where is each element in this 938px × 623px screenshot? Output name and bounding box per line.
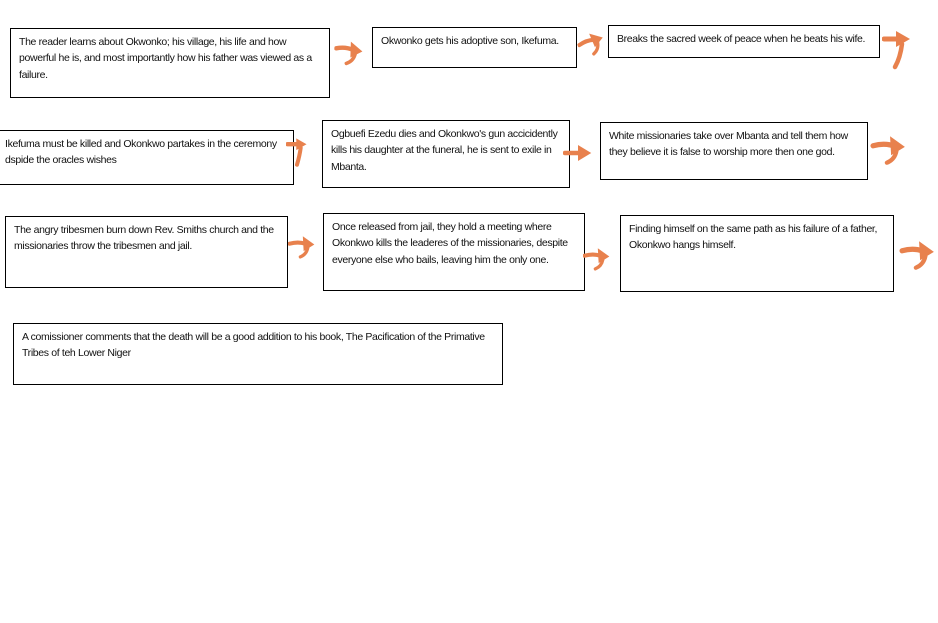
flow-box-1[interactable]: The reader learns about Okwonko; his vil… (10, 28, 330, 98)
flow-box-5-text: Ogbuefi Ezedu dies and Okonkwo's gun acc… (331, 128, 558, 173)
flow-box-5[interactable]: Ogbuefi Ezedu dies and Okonkwo's gun acc… (322, 120, 570, 188)
flow-box-7[interactable]: The angry tribesmen burn down Rev. Smith… (5, 216, 288, 288)
flow-box-6-text: White missionaries take over Mbanta and … (609, 130, 848, 159)
flow-box-4[interactable]: Ikefuma must be killed and Okonkwo parta… (0, 130, 294, 185)
flow-box-1-text: The reader learns about Okwonko; his vil… (19, 36, 312, 81)
flow-box-10[interactable]: A comissioner comments that the death wi… (13, 323, 503, 385)
flow-box-2[interactable]: Okwonko gets his adoptive son, Ikefuma. (372, 27, 577, 68)
flow-box-9[interactable]: Finding himself on the same path as his … (620, 215, 894, 292)
flow-arrow-right-down-icon[interactable] (882, 30, 912, 72)
flow-box-2-text: Okwonko gets his adoptive son, Ikefuma. (381, 35, 559, 47)
flow-arrow-right-down-icon[interactable] (583, 242, 611, 276)
flow-box-3-text: Breaks the sacred week of peace when he … (617, 33, 866, 45)
flow-box-4-text: Ikefuma must be killed and Okonkwo parta… (5, 138, 277, 167)
flow-box-7-text: The angry tribesmen burn down Rev. Smith… (14, 224, 274, 253)
flow-arrow-right-icon[interactable] (574, 26, 610, 62)
flow-box-8-text: Once released from jail, they hold a mee… (332, 221, 568, 266)
flow-box-3[interactable]: Breaks the sacred week of peace when he … (608, 25, 880, 58)
flow-arrow-right-down-icon[interactable] (288, 230, 316, 264)
flow-box-8[interactable]: Once released from jail, they hold a mee… (323, 213, 585, 291)
flow-box-6[interactable]: White missionaries take over Mbanta and … (600, 122, 868, 180)
flow-arrow-right-down-icon[interactable] (286, 133, 308, 173)
flow-arrow-right-icon[interactable] (563, 142, 593, 164)
flow-box-10-text: A comissioner comments that the death wi… (22, 331, 485, 360)
flow-box-9-text: Finding himself on the same path as his … (629, 223, 878, 252)
flow-arrow-right-down-icon[interactable] (897, 237, 938, 273)
flow-arrow-right-down-icon[interactable] (868, 132, 910, 168)
flow-arrow-right-icon[interactable] (333, 37, 366, 70)
